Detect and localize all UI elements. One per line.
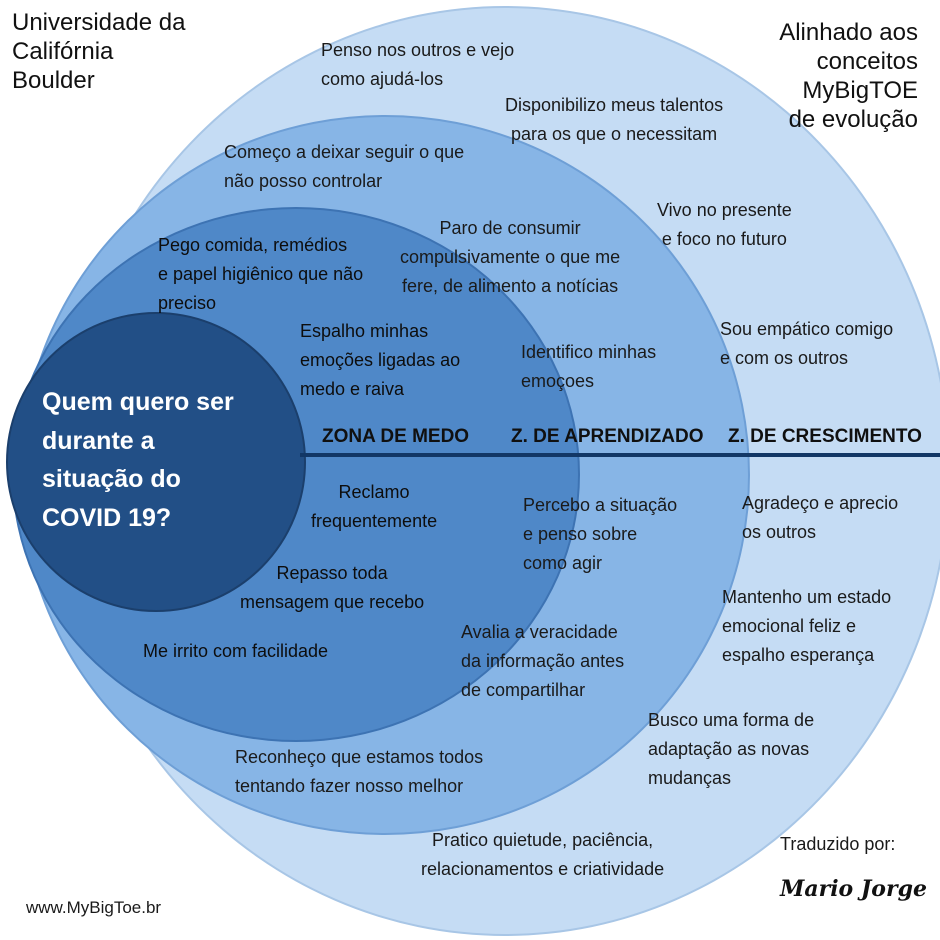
learning-item: Reconheço que estamos todos tentando faz…	[235, 747, 484, 796]
translator-signature: Mario Jorge	[780, 876, 927, 902]
fear-item: Espalho minhas emoções ligadas ao medo e…	[300, 321, 461, 399]
growth-item: Pratico quietude, paciência, relacioname…	[421, 830, 665, 879]
learning-item: Paro de consumir compulsivamente o que m…	[400, 218, 621, 296]
zone-label-growth: Z. DE CRESCIMENTO	[728, 426, 922, 447]
translated-by-label: Traduzido por:	[780, 834, 896, 854]
growth-item: Vivo no presente e foco no futuro	[657, 200, 792, 249]
learning-item: Avalia a veracidade da informação antes …	[461, 622, 625, 700]
fear-item: Pego comida, remédios e papel higiênico …	[158, 235, 364, 313]
zone-divider-line	[300, 453, 940, 457]
fear-item: Repasso toda mensagem que recebo	[240, 563, 425, 612]
growth-item: Disponibilizo meus talentos para os que …	[505, 95, 724, 144]
learning-item: Identifico minhas emoçoes	[521, 342, 657, 391]
learning-item: Começo a deixar seguir o que não posso c…	[224, 142, 465, 191]
alignment-label: Alinhado aos conceitos MyBigTOE de evolu…	[779, 19, 918, 133]
zone-label-fear: ZONA DE MEDO	[322, 426, 470, 447]
fear-item: Reclamo frequentemente	[311, 482, 438, 531]
growth-item: Sou empático comigo e com os outros	[720, 319, 894, 368]
growth-item: Mantenho um estado emocional feliz e esp…	[722, 587, 892, 665]
website-label: www.MyBigToe.br	[26, 898, 162, 917]
center-question: Quem quero ser durante a situação do COV…	[42, 388, 234, 532]
learning-item: Percebo a situação e penso sobre como ag…	[523, 495, 678, 573]
growth-item: Agradeço e aprecio os outros	[742, 493, 899, 542]
zone-label-learning: Z. DE APRENDIZADO	[511, 426, 704, 447]
growth-item: Busco uma forma de adaptação as novas mu…	[648, 710, 815, 788]
growth-item: Penso nos outros e vejo como ajudá-los	[321, 40, 515, 89]
university-label: Universidade da Califórnia Boulder	[12, 9, 186, 94]
center-circle	[6, 312, 306, 612]
fear-item: Me irrito com facilidade	[143, 641, 329, 661]
